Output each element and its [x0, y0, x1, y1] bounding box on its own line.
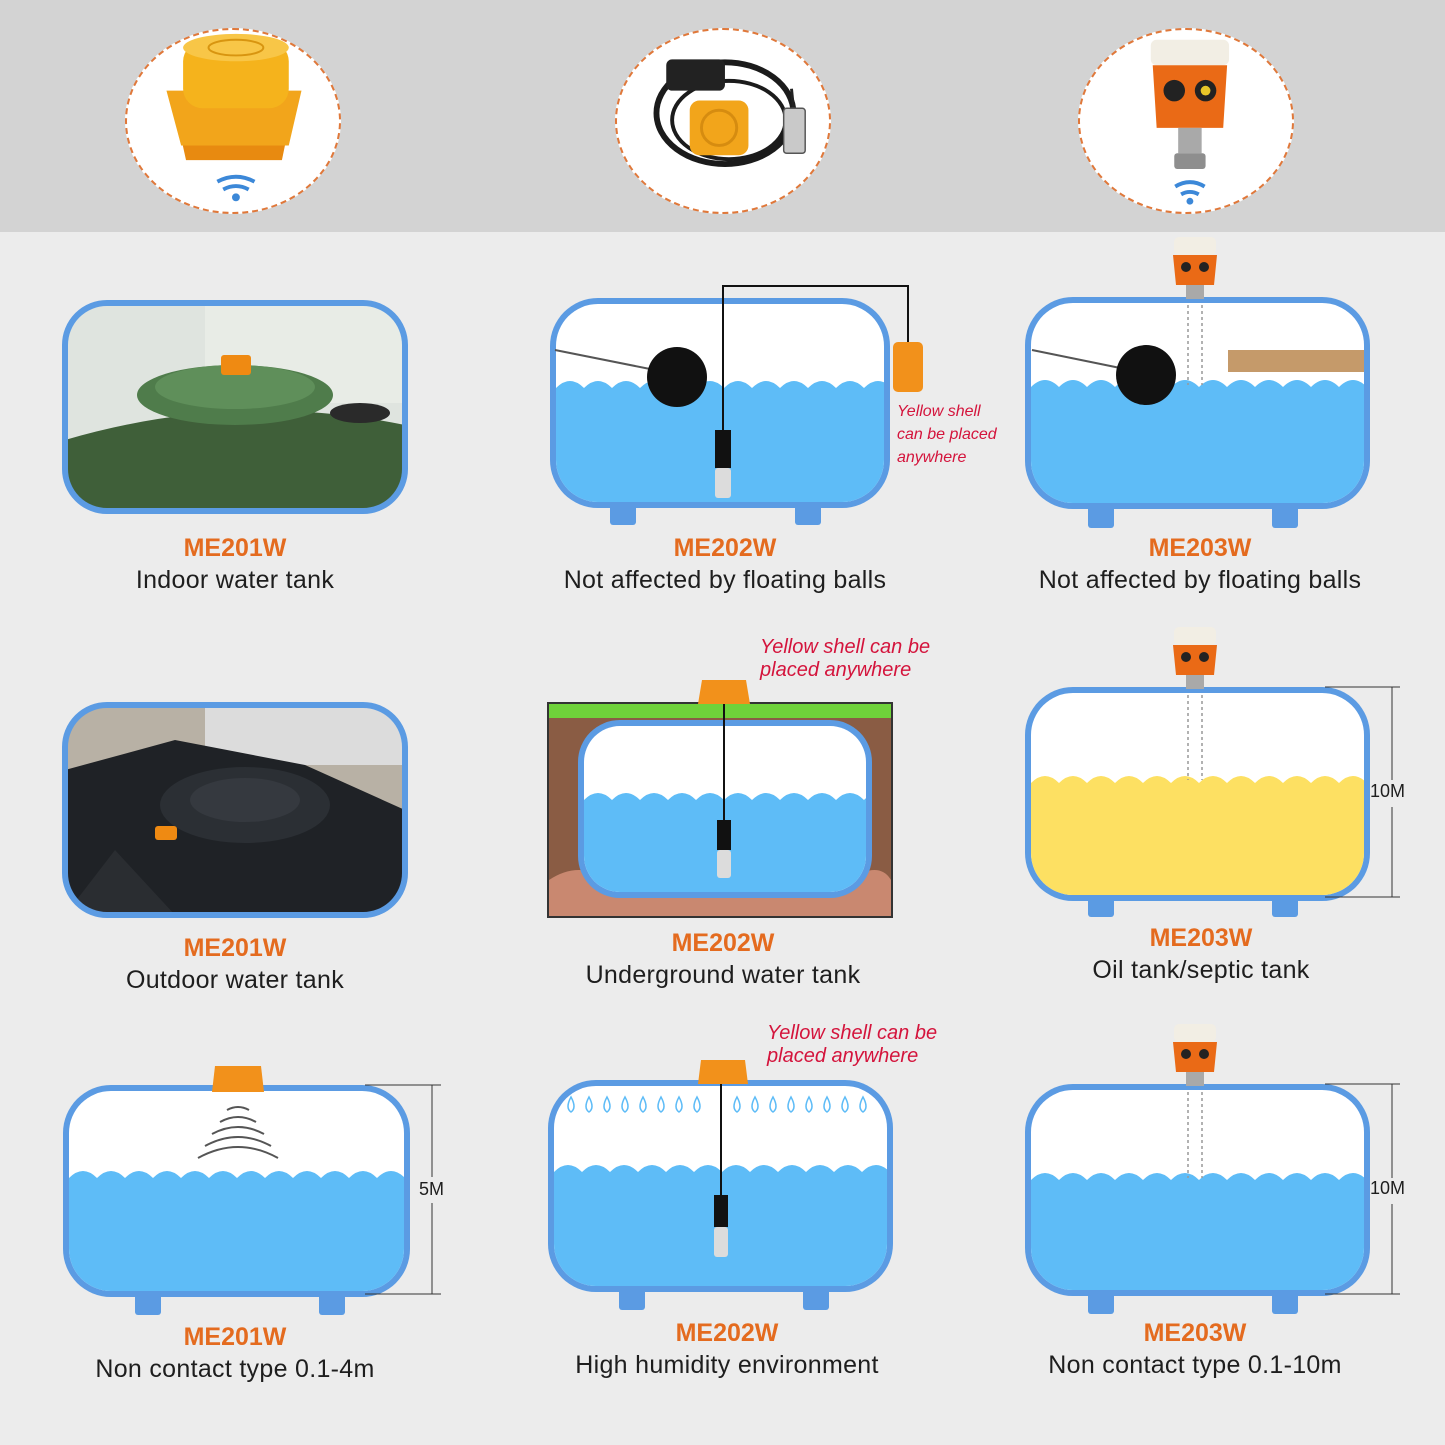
cell-description: Non contact type 0.1-10m — [1048, 1351, 1342, 1379]
product-circle-me203w — [1078, 28, 1294, 214]
tank-diagram-floating-ball — [550, 285, 923, 525]
radar-sensor-icon — [1150, 39, 1230, 205]
cell-indoor-water-tank: ME201W Indoor water tank — [55, 295, 415, 605]
cell-model: ME202W — [671, 929, 775, 957]
cell-outdoor-water-tank: ME201W Outdoor water tank — [55, 700, 415, 1005]
underground-tank-diagram — [547, 680, 893, 918]
cell-model: ME201W — [183, 934, 287, 962]
cell-model: ME203W — [1149, 924, 1253, 952]
cell-description: Not affected by floating balls — [1038, 566, 1362, 594]
cell-model: ME201W — [183, 534, 287, 562]
cell-model: ME201W — [183, 1323, 287, 1351]
note-line: anywhere — [897, 449, 967, 466]
cell-oil-septic-tank: 10M ME203W Oil tank/septic tank — [1010, 625, 1430, 995]
submersible-probe-icon — [653, 59, 806, 167]
cell-model: ME203W — [1143, 1319, 1247, 1347]
oil-tank-diagram — [1025, 627, 1400, 917]
height-dimension-label: 10M — [1370, 1178, 1406, 1198]
product-circle-me201w — [125, 28, 341, 214]
cell-description: Underground water tank — [585, 961, 861, 989]
yellow-shell-note: Yellow shell can be placed anywhere — [897, 400, 997, 469]
cell-model: ME202W — [673, 534, 777, 562]
note-line: Yellow shell — [897, 403, 981, 420]
cell-high-humidity: Yellow shell can be placed anywhere ME20… — [535, 1020, 965, 1395]
cell-description: Oil tank/septic tank — [1092, 956, 1310, 984]
note-line: placed anywhere — [767, 1045, 919, 1067]
cell-underground-water-tank: Yellow shell can be placed anywhere ME20… — [540, 630, 960, 1000]
note-line: placed anywhere — [760, 659, 912, 681]
note-line: Yellow shell can be — [767, 1022, 938, 1044]
yellow-shell-note: Yellow shell can be placed anywhere — [767, 1022, 937, 1068]
yellow-shell-note: Yellow shell can be placed anywhere — [760, 636, 930, 682]
indoor-tank-photo — [62, 300, 408, 514]
height-dimension-label: 10M — [1370, 781, 1406, 801]
cell-description: High humidity environment — [575, 1351, 879, 1379]
cell-model: ME202W — [675, 1319, 779, 1347]
ultrasonic-tank-diagram — [63, 1066, 441, 1315]
note-line: can be placed — [897, 426, 997, 443]
radar-tank-diagram — [1025, 1024, 1400, 1314]
cell-model: ME203W — [1148, 534, 1252, 562]
cell-description: Not affected by floating balls — [563, 566, 887, 594]
product-circle-me202w — [615, 28, 831, 214]
tank-diagram-radar-floating-ball — [1025, 237, 1370, 528]
cell-non-contact-4m: 5M ME201W Non contact type 0.1-4m — [55, 1060, 455, 1395]
cell-non-contact-10m: 10M ME203W Non contact type 0.1-10m — [1010, 1020, 1430, 1395]
height-dimension-label: 5M — [419, 1179, 445, 1199]
outdoor-tank-photo — [62, 702, 408, 918]
humidity-tank-diagram — [548, 1060, 893, 1310]
cell-description: Outdoor water tank — [125, 966, 344, 994]
cell-description: Indoor water tank — [135, 566, 335, 594]
note-line: Yellow shell can be — [760, 636, 931, 658]
cell-me203w-floating-balls: ME203W Not affected by floating balls — [1010, 235, 1390, 605]
cell-description: Non contact type 0.1-4m — [95, 1355, 375, 1383]
flat-sensor-icon — [166, 33, 302, 202]
cell-me202w-floating-balls: Yellow shell can be placed anywhere ME20… — [535, 280, 997, 605]
